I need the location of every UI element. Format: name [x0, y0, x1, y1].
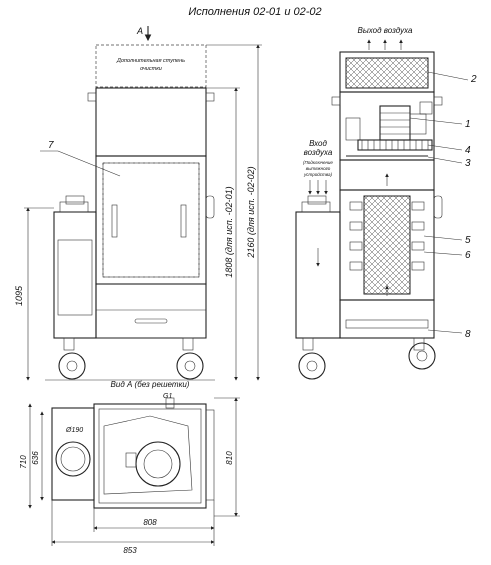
view-a-fitting: [125, 452, 137, 468]
callout-8: 8: [465, 329, 471, 340]
callout-6: 6: [465, 250, 471, 261]
extra-stage-label-1: Дополнительная ступень: [116, 58, 185, 64]
extra-stage-outline: [95, 44, 207, 88]
callout-7: 7: [48, 140, 54, 151]
dim-2160: 2160 (для исп. -02-02): [246, 166, 256, 258]
dim-d190: Ø190: [65, 427, 83, 434]
view-a-inlet-box: [51, 407, 95, 501]
lower-cabinet: [95, 155, 207, 285]
view-a-inlet-circle: [55, 441, 91, 477]
air-in-arrows: [308, 180, 328, 195]
air-out-arrows: [367, 39, 403, 50]
view-a: Вид А (без решетки) G1 Ø190 710 636 810 …: [19, 380, 240, 555]
dust-tray: [345, 319, 429, 329]
door-handle-left: [111, 204, 118, 238]
dim-1808: 1808 (для исп. -02-01): [224, 186, 234, 277]
air-out-label: Выход воздуха: [358, 26, 413, 35]
air-in-note-2: вытяжного: [306, 166, 331, 171]
view-a-letter: A: [136, 26, 143, 36]
filter-clamps-right: [411, 201, 425, 271]
air-in-label-1: Вход: [309, 139, 327, 148]
front-view: A Дополнительная ступень очистки: [14, 26, 262, 381]
dim-710: 710: [19, 455, 28, 469]
section-wheel-left: [298, 337, 326, 380]
air-in-note-1: (Подключение: [303, 160, 333, 165]
wheel-left: [58, 337, 86, 380]
air-in-label-2: воздуха: [304, 148, 333, 157]
filter-cartridge: [363, 195, 411, 295]
section-base: [339, 299, 435, 339]
view-a-fan-circle: [135, 441, 181, 487]
section-view: Выход воздуха: [295, 26, 477, 380]
dim-810: 810: [225, 451, 234, 465]
view-a-label: Вид А (без решетки): [111, 380, 190, 389]
section-wheel-right: [408, 337, 436, 370]
upper-cabinet: [95, 87, 207, 157]
dim-808: 808: [143, 518, 157, 527]
wheel-right: [176, 337, 204, 380]
base-frame: [95, 283, 207, 339]
top-mesh-filter: [345, 57, 429, 89]
side-column: [53, 211, 97, 339]
filter-clamps-left: [349, 201, 363, 271]
callout-5: 5: [465, 235, 471, 246]
drawer-handle: [134, 318, 168, 324]
dim-g1: G1: [163, 393, 172, 400]
fan-impeller: [357, 139, 433, 151]
callout-4: 4: [465, 145, 471, 156]
dim-853: 853: [123, 546, 137, 555]
door-handle-right: [180, 204, 187, 238]
inlet-column: [295, 211, 341, 339]
callout-3: 3: [465, 158, 471, 169]
extra-stage-label-2: очистки: [140, 66, 162, 72]
callout-2: 2: [470, 74, 477, 85]
section-callouts: 2 1 4 3 5 6 8: [409, 71, 477, 340]
dim-1095: 1095: [14, 285, 24, 306]
dim-636: 636: [31, 451, 40, 465]
fan-motor: [379, 105, 427, 141]
air-in-note-3: устройства): [303, 171, 332, 177]
callout-1: 1: [465, 119, 471, 130]
drawing-title: Исполнения 02-01 и 02-02: [188, 6, 321, 18]
cabinet-door: [102, 162, 200, 278]
view-a-body: [93, 403, 207, 509]
